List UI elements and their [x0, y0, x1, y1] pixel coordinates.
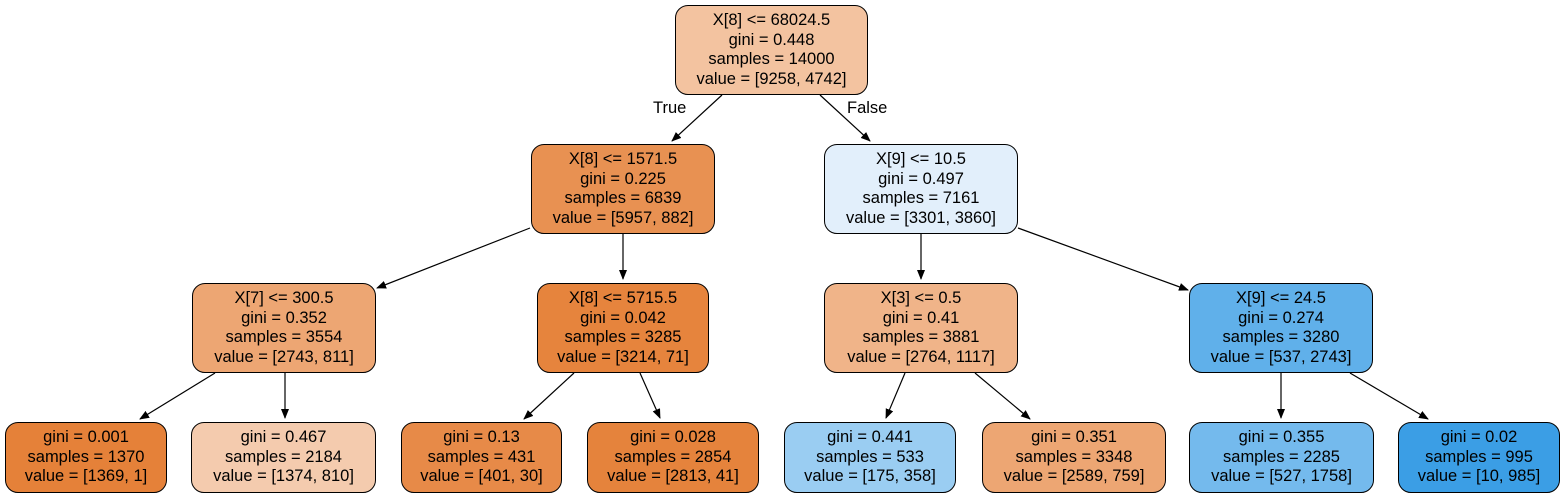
- tree-leaf-l1: gini = 0.001 samples = 1370 value = [136…: [5, 422, 167, 493]
- node-value: value = [3214, 71]: [557, 347, 689, 366]
- node-gini: gini = 0.001: [43, 428, 129, 447]
- node-value: value = [1374, 810]: [213, 467, 354, 486]
- node-value: value = [527, 1758]: [1211, 467, 1352, 486]
- node-split-condition: X[8] <= 5715.5: [568, 289, 678, 307]
- node-samples: samples = 7161: [862, 189, 980, 207]
- node-value: value = [401, 30]: [420, 467, 543, 486]
- node-split-condition: X[7] <= 300.5: [234, 289, 334, 307]
- edge-root-n2: [819, 94, 871, 142]
- node-gini: gini = 0.13: [443, 428, 520, 447]
- node-split-condition: X[8] <= 68024.5: [712, 11, 831, 29]
- node-gini: gini = 0.225: [580, 169, 666, 188]
- tree-node-n3: X[7] <= 300.5 gini = 0.352 samples = 355…: [192, 283, 376, 373]
- tree-leaf-l6: gini = 0.351 samples = 3348 value = [258…: [982, 422, 1166, 493]
- node-value: value = [9258, 4742]: [696, 69, 847, 88]
- edge-n1-n3: [376, 227, 531, 289]
- node-samples: samples = 3554: [225, 328, 343, 346]
- tree-node-n6: X[9] <= 24.5 gini = 0.274 samples = 3280…: [1189, 283, 1373, 373]
- tree-leaf-l2: gini = 0.467 samples = 2184 value = [137…: [191, 422, 376, 493]
- tree-leaf-l7: gini = 0.355 samples = 2285 value = [527…: [1189, 422, 1374, 493]
- edge-n4-l4: [639, 372, 661, 419]
- tree-node-root: X[8] <= 68024.5 gini = 0.448 samples = 1…: [675, 5, 868, 95]
- edge-n5-l6: [974, 372, 1031, 420]
- node-gini: gini = 0.02: [1440, 428, 1518, 447]
- node-value: value = [537, 2743]: [1210, 347, 1352, 366]
- edge-n4-l3: [523, 372, 575, 420]
- node-gini: gini = 0.448: [728, 30, 815, 49]
- node-samples: samples = 2184: [225, 447, 342, 466]
- node-gini: gini = 0.41: [882, 308, 960, 327]
- node-split-condition: X[3] <= 0.5: [880, 289, 962, 307]
- edge-n5-l5: [885, 372, 906, 419]
- edge-n2-n6: [1017, 227, 1189, 291]
- node-value: value = [5957, 882]: [552, 208, 694, 227]
- node-gini: gini = 0.274: [1238, 308, 1324, 327]
- tree-node-n4: X[8] <= 5715.5 gini = 0.042 samples = 32…: [537, 283, 709, 373]
- node-gini: gini = 0.497: [878, 169, 964, 188]
- tree-leaf-l5: gini = 0.441 samples = 533 value = [175,…: [784, 422, 956, 493]
- node-gini: gini = 0.352: [241, 308, 327, 327]
- node-gini: gini = 0.351: [1031, 428, 1117, 447]
- node-value: value = [1369, 1]: [24, 467, 148, 486]
- node-gini: gini = 0.042: [580, 308, 666, 327]
- node-value: value = [10, 985]: [1417, 467, 1541, 486]
- node-samples: samples = 995: [1425, 447, 1533, 466]
- node-samples: samples = 2285: [1223, 447, 1340, 466]
- node-samples: samples = 6839: [564, 189, 682, 207]
- edge-label-false: False: [847, 99, 888, 117]
- node-samples: samples = 14000: [708, 50, 835, 68]
- node-samples: samples = 2854: [614, 447, 732, 466]
- node-value: value = [2743, 811]: [214, 347, 354, 366]
- node-samples: samples = 3280: [1222, 328, 1340, 346]
- node-samples: samples = 3881: [862, 328, 980, 346]
- node-samples: samples = 1370: [27, 447, 145, 466]
- edge-n6-l8: [1349, 372, 1429, 420]
- edge-n3-l1: [139, 372, 216, 420]
- edge-label-true: True: [653, 99, 687, 117]
- node-value: value = [2764, 1117]: [847, 347, 995, 366]
- tree-leaf-l3: gini = 0.13 samples = 431 value = [401, …: [401, 422, 562, 493]
- node-samples: samples = 533: [816, 447, 924, 466]
- node-gini: gini = 0.355: [1238, 428, 1325, 447]
- tree-node-n5: X[3] <= 0.5 gini = 0.41 samples = 3881 v…: [824, 283, 1018, 373]
- node-split-condition: X[9] <= 24.5: [1236, 289, 1326, 307]
- node-samples: samples = 431: [427, 447, 536, 466]
- node-samples: samples = 3348: [1015, 447, 1133, 466]
- node-gini: gini = 0.028: [630, 428, 716, 447]
- tree-leaf-l4: gini = 0.028 samples = 2854 value = [281…: [587, 422, 759, 493]
- node-gini: gini = 0.441: [827, 428, 913, 447]
- tree-node-n2: X[9] <= 10.5 gini = 0.497 samples = 7161…: [824, 144, 1018, 234]
- node-samples: samples = 3285: [564, 328, 682, 346]
- node-gini: gini = 0.467: [240, 428, 327, 447]
- node-value: value = [2589, 759]: [1003, 467, 1145, 486]
- node-value: value = [175, 358]: [804, 467, 936, 486]
- edge-root-n1: [671, 94, 723, 142]
- node-value: value = [2813, 41]: [607, 467, 739, 486]
- node-value: value = [3301, 3860]: [846, 208, 996, 227]
- node-split-condition: X[8] <= 1571.5: [568, 150, 678, 168]
- tree-leaf-l8: gini = 0.02 samples = 995 value = [10, 9…: [1398, 422, 1560, 493]
- node-split-condition: X[9] <= 10.5: [876, 150, 966, 168]
- tree-node-n1: X[8] <= 1571.5 gini = 0.225 samples = 68…: [531, 144, 715, 234]
